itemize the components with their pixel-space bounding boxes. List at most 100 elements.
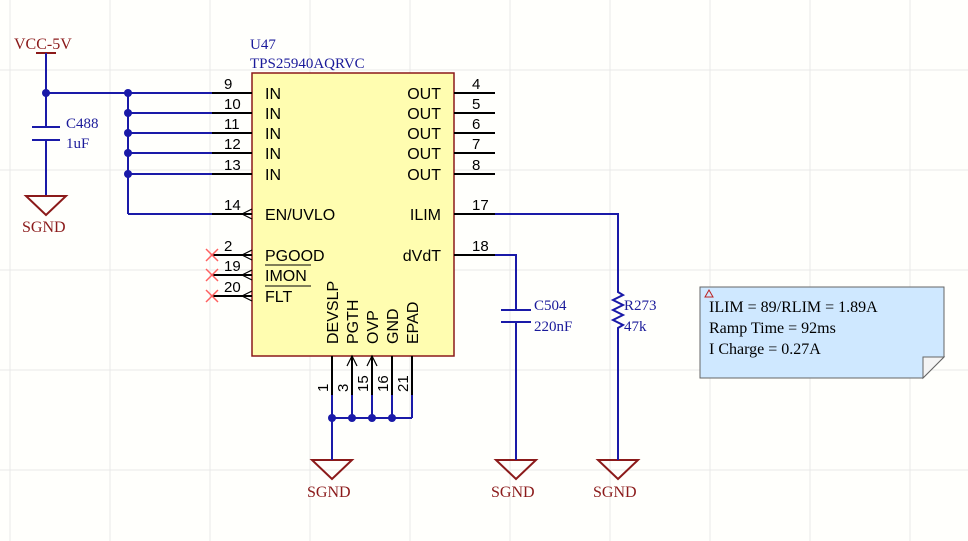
pin-number: 11 — [224, 116, 240, 133]
pin-name: IN — [265, 106, 281, 123]
pin-left-9[interactable]: 9IN — [212, 76, 281, 103]
pin-number: 9 — [224, 76, 232, 93]
input-arrow-icon — [240, 269, 253, 281]
ground-symbol-c488[interactable]: SGND — [22, 195, 69, 236]
ground-symbol-u47[interactable]: SGND — [307, 459, 355, 501]
pin-name: dVdT — [403, 248, 441, 265]
ground-symbol-r273[interactable]: SGND — [593, 459, 641, 501]
pin-number: 18 — [472, 238, 489, 255]
pin-name: IN — [265, 146, 281, 163]
pin-number: 15 — [355, 375, 372, 392]
gnd-label: SGND — [22, 219, 66, 236]
ilim-net-wire[interactable] — [495, 213, 619, 460]
pin-number: 7 — [472, 136, 480, 153]
pin-name: OUT — [407, 167, 441, 184]
pin-number: 2 — [224, 238, 232, 255]
input-arrow-icon — [366, 354, 378, 367]
pin-number: 3 — [335, 384, 352, 392]
dvdt-net-wire[interactable] — [495, 254, 517, 460]
note-line-1: ILIM = 89/RLIM = 1.89A — [709, 299, 878, 316]
pin-name: OVP — [365, 310, 382, 344]
pin-number: 5 — [472, 96, 480, 113]
pin-bottom-1[interactable]: 1 DEVSLP — [315, 281, 342, 395]
r273-value: 47k — [624, 319, 647, 335]
pin-name: ILIM — [410, 207, 441, 224]
pin-number: 8 — [472, 157, 480, 174]
pin-bottom-16[interactable]: 16 GND — [375, 308, 402, 395]
pin-bottom-15[interactable]: 15 OVP — [355, 310, 382, 395]
pin-name: PGOOD — [265, 248, 325, 265]
u47-body — [251, 72, 455, 357]
pin-number: 14 — [224, 197, 241, 214]
pin-number: 13 — [224, 157, 241, 174]
pin-name: GND — [385, 308, 402, 344]
pin-name: OUT — [407, 126, 441, 143]
c488-ref: C488 — [66, 116, 99, 132]
pin-number: 16 — [375, 375, 392, 392]
pin-name: IMON — [265, 268, 307, 285]
pin-name: FLT — [265, 289, 292, 306]
resistor-r273[interactable]: R273 47k — [610, 278, 657, 338]
pin-number: 19 — [224, 258, 241, 275]
u47-part: TPS25940AQRVC — [250, 56, 365, 72]
c504-ref: C504 — [534, 298, 567, 314]
pin-number: 21 — [395, 375, 412, 392]
gnd-label: SGND — [307, 484, 351, 501]
gnd-net-wires[interactable] — [328, 395, 413, 460]
c488-value: 1uF — [66, 136, 89, 152]
pin-name: IN — [265, 126, 281, 143]
note-line-2: Ramp Time = 92ms — [709, 320, 836, 337]
pin-number: 20 — [224, 279, 241, 296]
gnd-label: SGND — [593, 484, 637, 501]
pin-name: DEVSLP — [325, 281, 342, 344]
ground-symbol-c504[interactable]: SGND — [491, 459, 539, 501]
note-marker-icon — [704, 288, 714, 298]
r273-ref: R273 — [624, 298, 657, 314]
pin-number: 17 — [472, 197, 489, 214]
input-net-wires[interactable] — [42, 89, 212, 215]
c504-value: 220nF — [534, 319, 572, 335]
capacitor-c504[interactable]: C504 220nF — [501, 298, 572, 335]
pin-name: OUT — [407, 86, 441, 103]
pin-number: 6 — [472, 116, 480, 133]
pin-name: IN — [265, 167, 281, 184]
u47-ref: U47 — [250, 37, 276, 53]
pin-bottom-21[interactable]: 21 EPAD — [395, 302, 422, 395]
input-arrow-icon — [346, 354, 358, 367]
pin-number: 1 — [315, 384, 332, 392]
input-arrow-icon — [240, 249, 253, 261]
design-note[interactable]: ILIM = 89/RLIM = 1.89A Ramp Time = 92ms … — [699, 286, 946, 380]
vcc-label: VCC-5V — [14, 36, 72, 53]
input-arrow-icon — [240, 290, 253, 302]
capacitor-c488[interactable]: C488 1uF — [32, 93, 99, 196]
pin-name: EN/UVLO — [265, 207, 335, 224]
pin-name: EPAD — [405, 302, 422, 344]
pin-number: 12 — [224, 136, 241, 153]
pin-number: 4 — [472, 76, 480, 93]
pin-right-18[interactable]: 18 dVdT — [403, 238, 495, 265]
u47-left-pins: 9IN10IN11IN12IN13IN14EN/UVLO2PGOOD19IMON… — [205, 76, 335, 306]
pin-name: IN — [265, 86, 281, 103]
vcc-power-port[interactable]: VCC-5V — [14, 36, 72, 93]
ic-u47[interactable]: U47 TPS25940AQRVC — [250, 37, 455, 357]
note-line-3: I Charge = 0.27A — [709, 341, 821, 358]
input-arrow-icon — [240, 208, 253, 220]
